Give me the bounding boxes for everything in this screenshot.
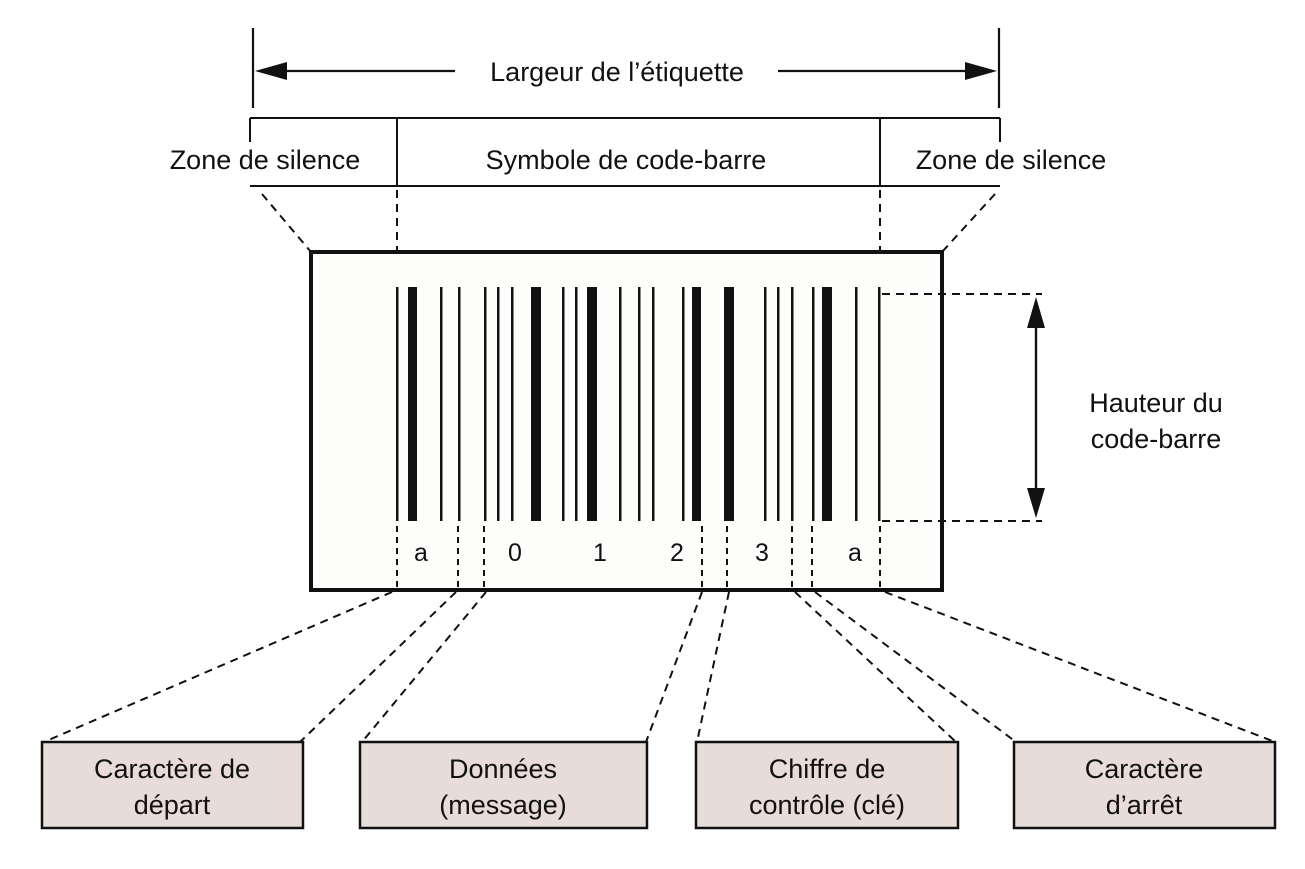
bar [408, 287, 417, 521]
box-stop-line1: Caractère [1085, 754, 1204, 784]
box-data-line1: Données [449, 754, 557, 784]
bar [855, 287, 858, 521]
barcode-height-label-line2: code-barre [1091, 424, 1222, 454]
bar [396, 287, 399, 521]
zone-bracket [249, 117, 1001, 187]
label-width-text: Largeur de l’étiquette [490, 57, 744, 87]
barcode-symbol-label: Symbole de code-barre [486, 145, 767, 175]
box-check-line2: contrôle (clé) [749, 790, 905, 820]
arrow-left-icon [255, 62, 287, 80]
character-label: 3 [755, 539, 769, 567]
quiet-zone-left-label: Zone de silence [170, 145, 361, 175]
character-label: a [414, 539, 428, 567]
character-label: 2 [670, 539, 684, 567]
box-start-line2: départ [134, 790, 211, 820]
box-start-character: Caractère de départ [40, 740, 305, 830]
bar [562, 287, 565, 521]
arrow-down-icon [1027, 488, 1045, 518]
bar [511, 287, 514, 521]
bar [587, 287, 597, 521]
bar [724, 287, 734, 521]
character-label: 0 [508, 539, 522, 567]
box-stop-character: Caractère d’arrêt [1012, 740, 1277, 830]
box-data-line2: (message) [439, 790, 567, 820]
bar [791, 287, 794, 521]
box-data-message: Données (message) [358, 740, 649, 830]
bar [692, 287, 701, 521]
bar [777, 287, 780, 521]
character-label: 1 [593, 539, 607, 567]
bar [458, 287, 461, 521]
bar [878, 287, 881, 521]
bar [638, 287, 641, 521]
bar [531, 287, 541, 521]
bar [682, 287, 685, 521]
height-dimension [882, 293, 1042, 522]
bar [497, 287, 500, 521]
box-stop-line2: d’arrêt [1106, 790, 1183, 820]
box-background [1012, 740, 1277, 830]
bar [652, 287, 655, 521]
box-check-line1: Chiffre de [769, 754, 886, 784]
box-check-digit: Chiffre de contrôle (clé) [694, 740, 960, 830]
bar [484, 287, 487, 521]
bar [764, 287, 767, 521]
box-start-line1: Caractère de [94, 754, 250, 784]
bar [812, 287, 815, 521]
arrow-up-icon [1027, 297, 1045, 328]
bar [822, 287, 832, 521]
barcode-height-label-line1: Hauteur du [1089, 388, 1223, 418]
box-background [358, 740, 649, 830]
barcode-bars [396, 287, 881, 521]
box-background [40, 740, 305, 830]
callout-lines [43, 591, 1276, 743]
character-label: a [848, 539, 862, 567]
label-width-dimension [251, 28, 1001, 108]
box-background [694, 740, 960, 830]
bar [575, 287, 578, 521]
quiet-zone-right-label: Zone de silence [916, 145, 1107, 175]
bar [440, 287, 443, 521]
arrow-right-icon [965, 62, 997, 80]
human-readable-characters: a 0 1 2 3 a [414, 539, 862, 567]
bar [619, 287, 622, 521]
